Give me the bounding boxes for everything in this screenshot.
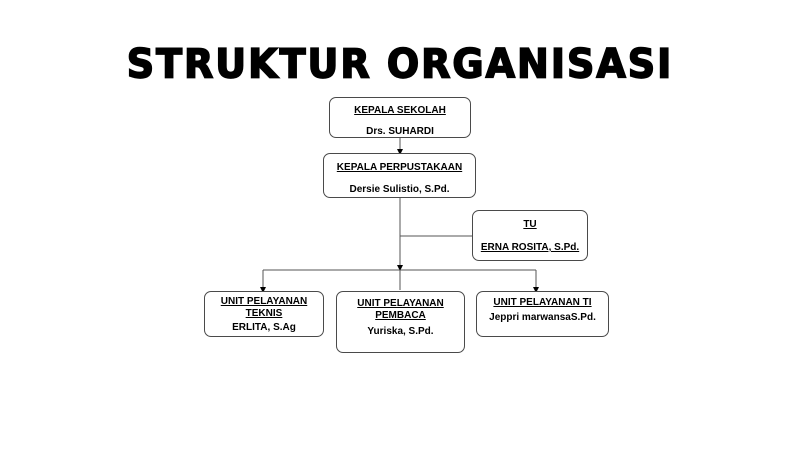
node-role-line2: TEKNIS (245, 308, 283, 319)
node-unit-ti: UNIT PELAYANAN TI Jeppri marwansaS.Pd. (476, 291, 609, 337)
node-role: UNIT PELAYANAN TI (493, 297, 592, 308)
node-role: TU (523, 219, 537, 230)
node-role-line2: PEMBACA (375, 310, 426, 321)
page-title: STRUKTUR ORGANISASI (126, 40, 674, 88)
node-role-line1: UNIT PELAYANAN (357, 298, 444, 309)
node-person: Drs. SUHARDI (366, 126, 434, 137)
node-person: ERLITA, S.Ag (232, 322, 296, 333)
node-person: Jeppri marwansaS.Pd. (489, 312, 596, 323)
node-person: ERNA ROSITA, S.Pd. (480, 242, 580, 253)
node-role: KEPALA PERPUSTAKAAN (336, 162, 463, 173)
node-kepala-sekolah: KEPALA SEKOLAH Drs. SUHARDI (329, 97, 471, 138)
node-role-line1: UNIT PELAYANAN (220, 296, 308, 307)
node-unit-teknis: UNIT PELAYANAN TEKNIS ERLITA, S.Ag (204, 291, 324, 337)
node-person: Yuriska, S.Pd. (367, 326, 434, 337)
node-kepala-perpustakaan: KEPALA PERPUSTAKAAN Dersie Sulistio, S.P… (323, 153, 476, 198)
node-role: KEPALA SEKOLAH (354, 105, 446, 116)
node-tu: TU ERNA ROSITA, S.Pd. (472, 210, 588, 261)
node-person: Dersie Sulistio, S.Pd. (349, 184, 450, 195)
node-unit-pembaca: UNIT PELAYANAN PEMBACA Yuriska, S.Pd. (336, 291, 465, 353)
